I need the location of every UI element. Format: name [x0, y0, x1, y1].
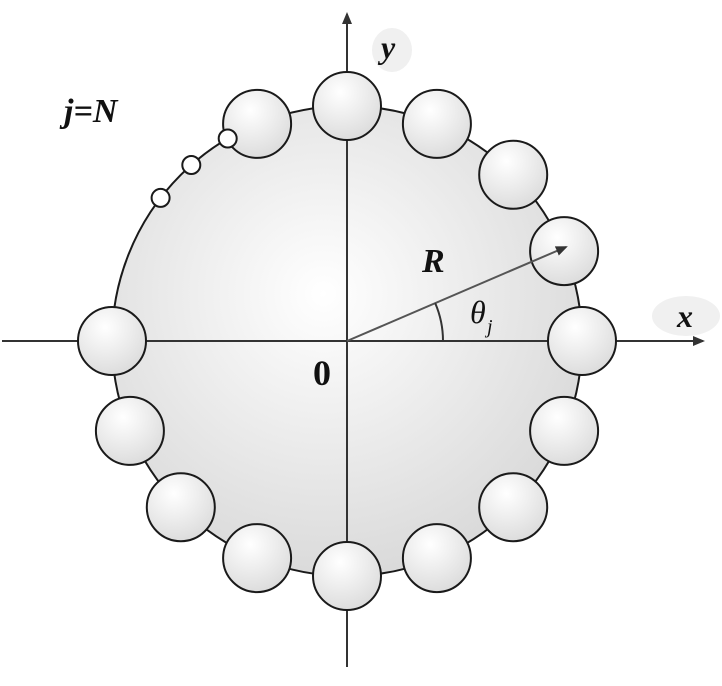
bead-1 — [312, 71, 382, 141]
bead-group — [77, 71, 617, 611]
bead-2 — [401, 88, 472, 159]
continuation-dot-3 — [217, 128, 238, 149]
continuation-dot-1 — [150, 187, 171, 208]
y-axis-label: y — [377, 29, 396, 65]
bead-6 — [529, 395, 600, 466]
angle-symbol: θ — [470, 294, 486, 330]
y-label-backdrop — [372, 28, 412, 72]
bead-7 — [478, 472, 549, 543]
index-label: j=N — [59, 93, 119, 130]
x-label-backdrop — [652, 296, 720, 336]
bead-3 — [478, 139, 549, 210]
angle-arc — [434, 302, 444, 342]
continuation-dot-2 — [181, 155, 202, 175]
bead-12 — [94, 395, 165, 466]
bead-10 — [222, 523, 293, 594]
continuation-dots — [150, 128, 238, 208]
radius-label: R — [421, 243, 445, 280]
bead-4 — [529, 216, 600, 287]
bead-8 — [401, 523, 472, 594]
bead-5 — [547, 306, 617, 376]
bead-9 — [312, 541, 382, 611]
radius-vector — [346, 246, 568, 342]
bead-13 — [77, 306, 147, 376]
x-axis-label: x — [676, 298, 693, 334]
bead-11 — [145, 472, 216, 543]
angle-label: θ j — [470, 294, 493, 338]
origin-label: 0 — [313, 353, 331, 393]
angle-subscript: j — [484, 316, 493, 338]
bead-14 — [222, 88, 293, 159]
